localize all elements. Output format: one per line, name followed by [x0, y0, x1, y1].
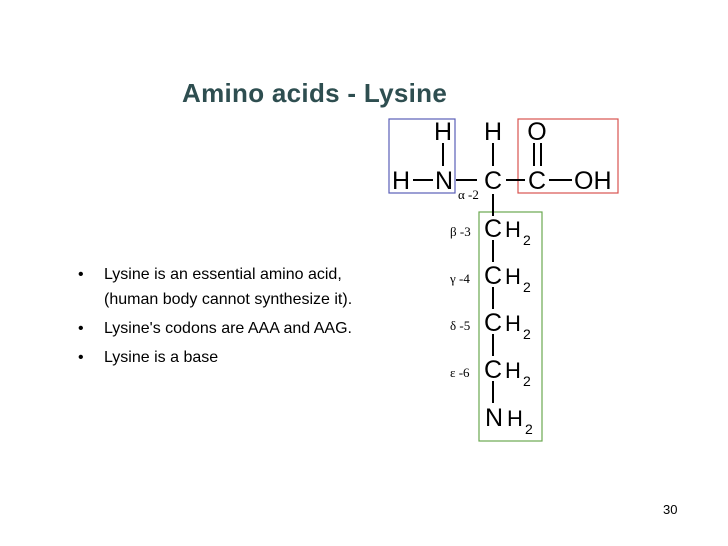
bullet-text: Lysine's codons are AAA and AAG.: [104, 320, 352, 337]
bullet-list: • Lysine is an essential amino acid, (hu…: [78, 262, 438, 374]
subscript-2-gamma: 2: [523, 279, 531, 295]
amino-group-box: [388, 118, 456, 194]
atom-c-delta: C: [484, 309, 502, 337]
atom-h-top-left: H: [434, 118, 452, 146]
subscript-2-zeta: 2: [525, 421, 533, 437]
slide-title: Amino acids - Lysine: [182, 78, 448, 108]
atom-n-amine: N: [435, 167, 453, 195]
page-number: 30: [663, 502, 678, 517]
bullet-icon: •: [78, 266, 84, 283]
atom-h-amine: H: [392, 167, 410, 195]
bullet-text: Lysine is a base: [104, 349, 219, 366]
bullet-icon: •: [78, 320, 84, 337]
atom-c-alpha: C: [484, 167, 502, 195]
atom-c-epsilon: C: [484, 356, 502, 384]
subscript-2-delta: 2: [523, 326, 531, 342]
label-epsilon: ε -6: [450, 365, 470, 380]
atom-c-beta: C: [484, 215, 502, 243]
atom-o-carbonyl: O: [527, 118, 546, 146]
bond-lines: [413, 143, 572, 403]
subscript-2-beta: 2: [523, 232, 531, 248]
atom-h-zeta: H: [507, 406, 523, 431]
label-beta: β -3: [450, 224, 471, 239]
bullet-text: Lysine is an essential amino acid, (huma…: [104, 266, 353, 308]
bullet-item: • Lysine is an essential amino acid, (hu…: [78, 262, 438, 312]
atom-h-gamma: H: [505, 264, 521, 289]
label-gamma: γ -4: [449, 271, 470, 286]
label-alpha: α -2: [458, 187, 479, 202]
atom-h-top-alpha: H: [484, 118, 502, 146]
atom-oh: OH: [574, 167, 612, 195]
side-chain-box: [478, 211, 543, 442]
bullet-item: • Lysine is a base: [78, 345, 438, 370]
carboxyl-group-box: [517, 118, 619, 194]
atom-h-delta: H: [505, 311, 521, 336]
subscript-2-epsilon: 2: [523, 373, 531, 389]
atom-h-beta: H: [505, 217, 521, 242]
label-delta: δ -5: [450, 318, 470, 333]
atom-h-epsilon: H: [505, 358, 521, 383]
bullet-item: • Lysine's codons are AAA and AAG.: [78, 316, 438, 341]
atom-c-carboxyl: C: [528, 167, 546, 195]
atom-n-zeta: N: [485, 404, 503, 432]
bullet-icon: •: [78, 349, 84, 366]
atom-c-gamma: C: [484, 262, 502, 290]
